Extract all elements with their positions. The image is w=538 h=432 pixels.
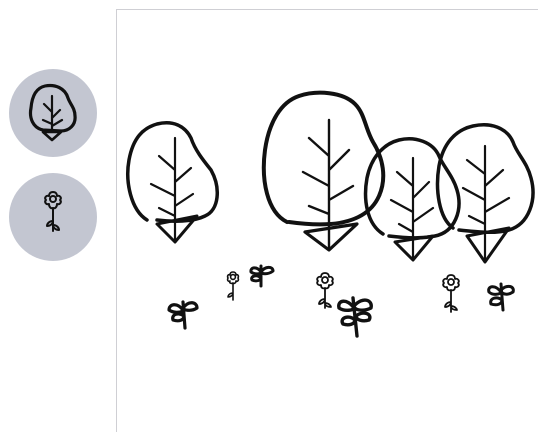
tree-stamp-button[interactable] [9,69,97,157]
sprout-stamp[interactable] [337,296,373,338]
tree-stamp[interactable] [126,121,219,244]
tree-stamp[interactable] [261,90,386,252]
flower-stamp[interactable] [226,271,240,301]
scene-drawing [126,90,535,338]
flower-stamp-icon [44,191,62,232]
tree-stamp-icon [28,83,77,142]
sprout-stamp[interactable] [249,264,275,288]
flower-stamp[interactable] [316,272,334,309]
flower-stamp[interactable] [442,274,460,313]
sprout-stamp[interactable] [487,282,515,312]
flower-stamp-button[interactable] [9,173,97,261]
tree-stamp[interactable] [363,137,461,262]
drawing-canvas[interactable] [116,9,538,432]
tree-stamp[interactable] [435,123,535,264]
sprout-stamp[interactable] [167,300,199,330]
